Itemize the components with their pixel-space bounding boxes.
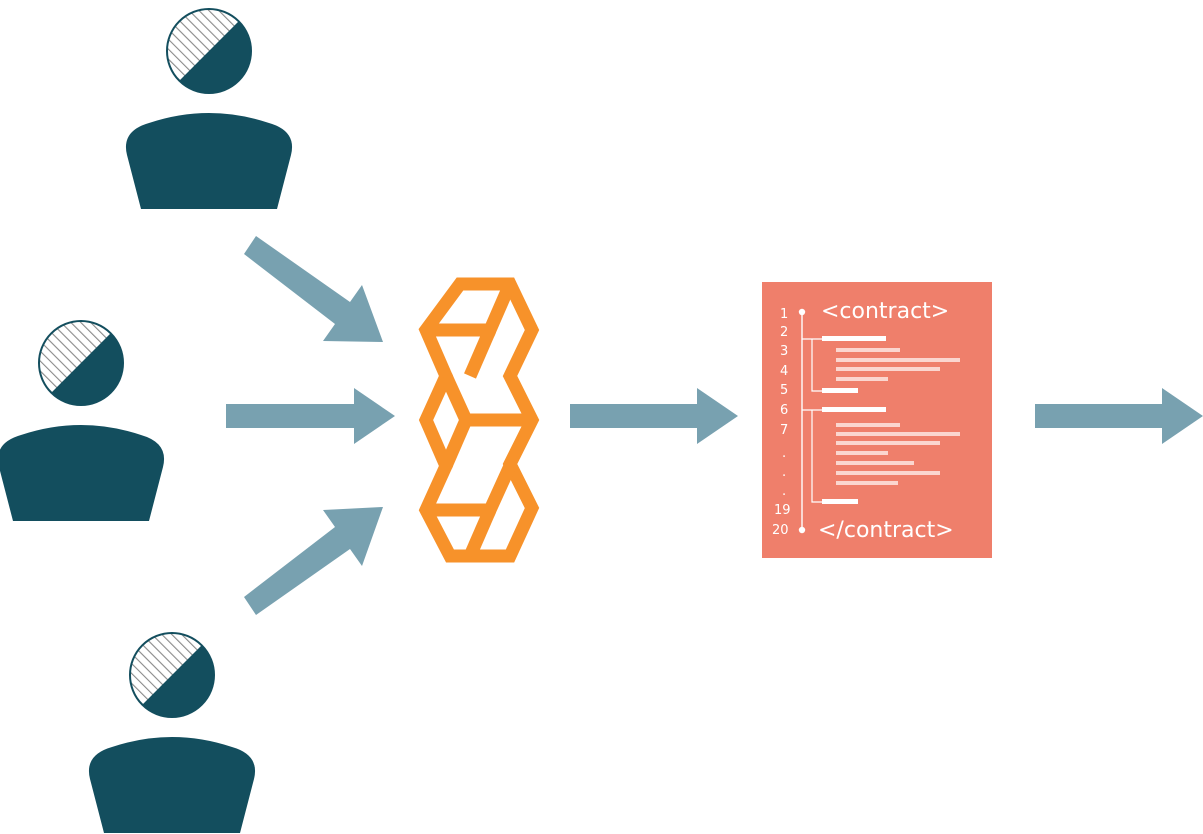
arrow-right-icon xyxy=(226,388,395,444)
line-number: 1 xyxy=(780,307,788,322)
contract-open-tag: <contract> xyxy=(821,299,949,324)
arrow-participant-1 xyxy=(244,236,383,342)
person-icon xyxy=(0,320,166,522)
person-icon xyxy=(124,8,294,210)
participant-3 xyxy=(87,632,257,834)
contract-background xyxy=(762,282,992,558)
arrow-right-icon xyxy=(1035,388,1203,444)
arrow-to-contract xyxy=(570,388,738,444)
line-number: . xyxy=(782,446,786,461)
arrow-right-icon xyxy=(244,236,383,342)
line-number: 7 xyxy=(780,423,788,438)
participant-2 xyxy=(0,320,166,522)
line-numbers: 1 2 3 4 5 6 7... 19 20 xyxy=(772,307,791,538)
code-lines xyxy=(822,336,960,504)
arrow-right-icon xyxy=(570,388,738,444)
arrow-participant-3 xyxy=(244,507,383,615)
line-number: . xyxy=(782,465,786,480)
person-icon xyxy=(87,632,257,834)
line-number: 20 xyxy=(772,523,789,538)
arrow-from-contract xyxy=(1035,388,1203,444)
line-number: 19 xyxy=(774,503,791,518)
line-number: . xyxy=(782,484,786,499)
contract-document: 1 2 3 4 5 6 7... 19 20 <contract> </contract> xyxy=(762,282,992,558)
line-number: 5 xyxy=(780,383,788,398)
contract-close-tag: </contract> xyxy=(818,518,954,543)
blockchain-icon xyxy=(418,277,540,563)
arrow-right-icon xyxy=(244,507,383,615)
line-number: 3 xyxy=(780,344,788,359)
arrow-participant-2 xyxy=(226,388,395,444)
line-number: 4 xyxy=(780,364,788,379)
line-number: 2 xyxy=(780,325,788,340)
participant-1 xyxy=(124,8,294,210)
line-number: 6 xyxy=(780,403,788,418)
